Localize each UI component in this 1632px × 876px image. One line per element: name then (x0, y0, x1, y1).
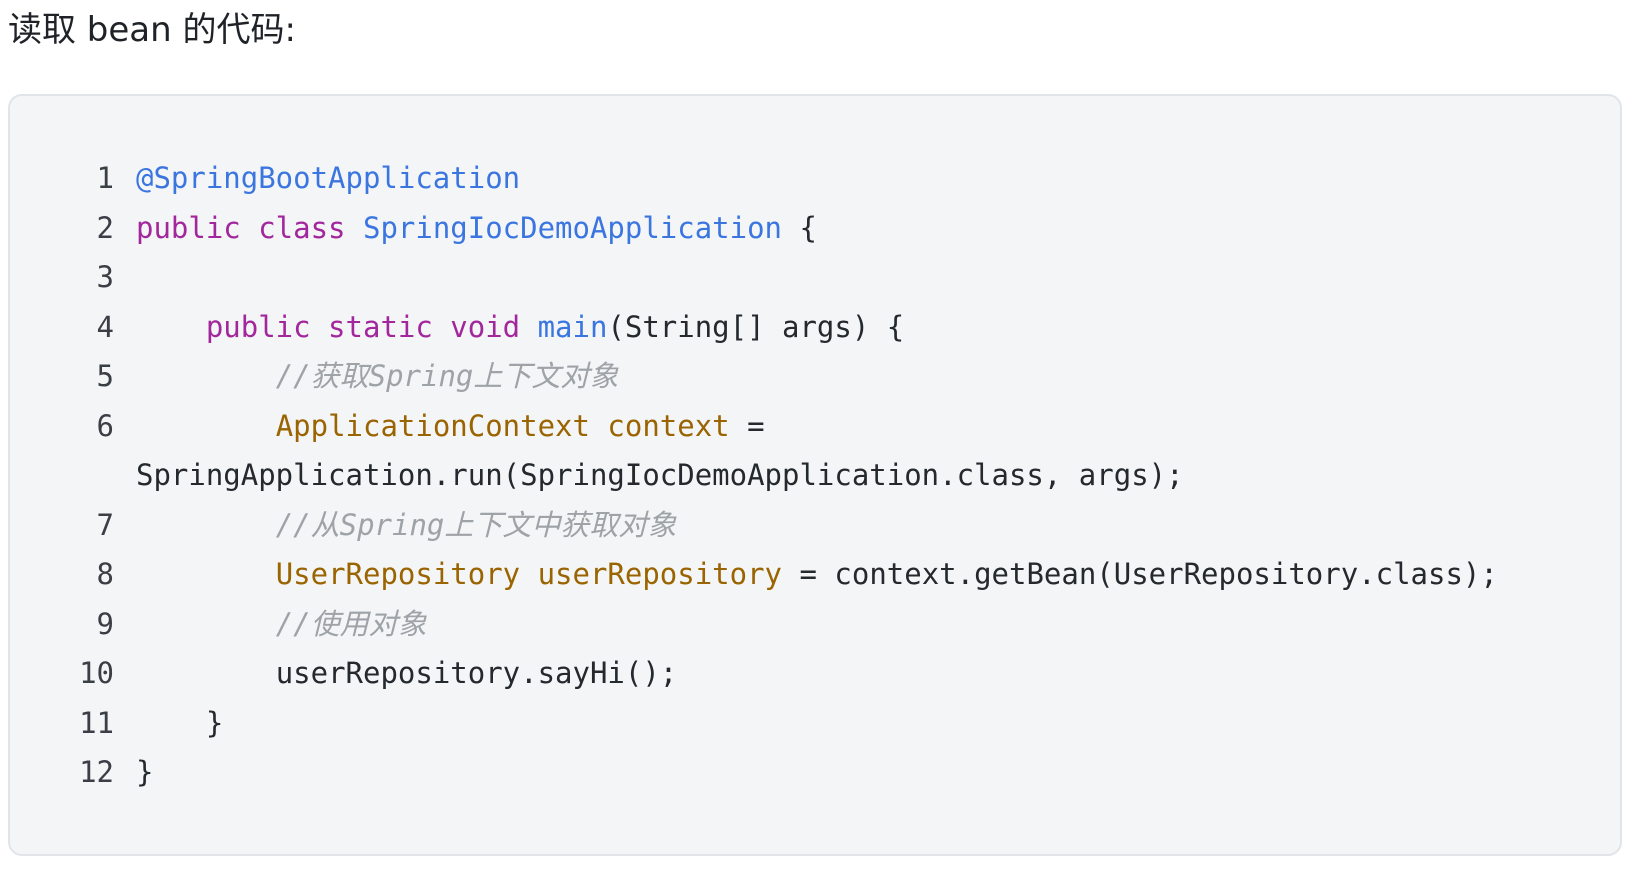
code-token: SpringIocDemoApplication (362, 210, 783, 245)
code-line: 3 (10, 253, 1498, 303)
code-line: 12} (10, 748, 1498, 798)
code-token (136, 508, 276, 542)
line-number: 12 (79, 755, 114, 789)
line-source: public class SpringIocDemoApplication { (136, 204, 1498, 254)
code-line: 2 public class SpringIocDemoApplication { (10, 204, 1498, 254)
code-token (136, 359, 276, 393)
code-line: 6 ApplicationContext context = (10, 402, 1498, 452)
line-source: } (136, 748, 1498, 798)
code-line: 11 } (10, 699, 1498, 749)
code-lines: 1 @SpringBootApplication 2 public class Spr… (10, 154, 1498, 798)
code-token (136, 310, 206, 344)
code-token: SpringApplication.run(SpringIocDemoAppli… (136, 458, 1184, 492)
code-line: 7 //从Spring上下文中获取对象 (10, 501, 1498, 551)
code-token: = context.getBean(UserRepository.class); (782, 557, 1498, 591)
code-token: public class (136, 210, 363, 245)
code-table: 1 @SpringBootApplication 2 public class Spr… (10, 154, 1498, 798)
code-token: //使用对象 (275, 606, 427, 641)
line-number: 2 (96, 210, 114, 245)
line-source (136, 253, 1498, 303)
line-number: 8 (96, 557, 114, 591)
code-token: (String[] args) { (607, 309, 905, 344)
line-number: 6 (96, 408, 114, 443)
line-number: 4 (96, 309, 114, 344)
line-source: public static void main(String[] args) { (136, 303, 1498, 353)
code-token: ApplicationContext context (275, 408, 730, 443)
code-line: 10 userRepository.sayHi(); (10, 649, 1498, 699)
code-token: main (537, 309, 608, 344)
line-source: SpringApplication.run(SpringIocDemoAppli… (136, 451, 1498, 501)
line-source: //获取Spring上下文对象 (136, 352, 1498, 402)
code-token: { (782, 210, 817, 245)
code-token: } (136, 755, 154, 789)
code-line: 9 //使用对象 (10, 600, 1498, 650)
line-number: 3 (96, 260, 114, 294)
code-line: 8 UserRepository userRepository = contex… (10, 550, 1498, 600)
line-source: UserRepository userRepository = context.… (136, 550, 1498, 600)
line-number: 11 (79, 705, 114, 740)
line-source: //从Spring上下文中获取对象 (136, 501, 1498, 551)
code-token: = (729, 408, 765, 443)
code-token (136, 557, 276, 591)
code-token (136, 656, 276, 690)
code-token (136, 607, 276, 641)
line-source: userRepository.sayHi(); (136, 649, 1498, 699)
line-number: 10 (79, 656, 114, 690)
code-token: UserRepository userRepository (275, 557, 783, 591)
line-source: //使用对象 (136, 600, 1498, 650)
code-token: //获取Spring上下文对象 (275, 359, 619, 393)
code-token (136, 409, 276, 443)
code-line: SpringApplication.run(SpringIocDemoAppli… (10, 451, 1498, 501)
code-token: //从Spring上下文中获取对象 (275, 507, 677, 542)
line-number: 7 (96, 507, 114, 542)
line-source: ApplicationContext context = (136, 402, 1498, 452)
line-source: } (136, 699, 1498, 749)
code-token: } (136, 705, 224, 740)
line-number: 9 (96, 606, 114, 641)
line-number (10, 451, 136, 501)
code-line: 5 //获取Spring上下文对象 (10, 352, 1498, 402)
line-number: 1 (96, 161, 114, 195)
code-line: 1 @SpringBootApplication (10, 154, 1498, 204)
code-token: userRepository.sayHi(); (275, 656, 678, 690)
code-line: 4 public static void main(String[] args)… (10, 303, 1498, 353)
line-number: 5 (96, 359, 114, 393)
code-token: @SpringBootApplication (136, 161, 521, 195)
code-token: public static void (205, 309, 538, 344)
section-heading: 读取 bean 的代码: (8, 10, 296, 50)
line-source: @SpringBootApplication (136, 154, 1498, 204)
code-block: 1 @SpringBootApplication 2 public class Spr… (8, 94, 1622, 856)
